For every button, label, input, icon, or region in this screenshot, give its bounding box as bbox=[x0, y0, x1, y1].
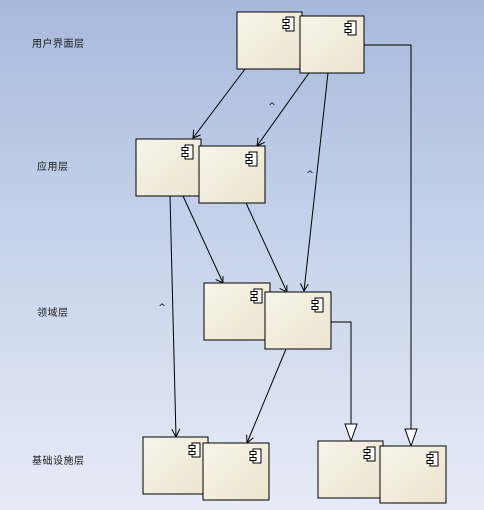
layer-label-ui: 用户界面层 bbox=[32, 39, 85, 50]
dependency-ui2-to-app2[interactable] bbox=[256, 72, 310, 147]
component-ui-2[interactable] bbox=[299, 15, 365, 74]
component-icon bbox=[311, 297, 324, 313]
dependency-ui2-to-domain2[interactable] bbox=[303, 72, 329, 292]
dependency-app1-to-infra1[interactable] bbox=[169, 195, 177, 438]
arrowhead-open bbox=[299, 283, 309, 293]
dependency-app1-to-domain1[interactable] bbox=[182, 195, 224, 284]
dependency-domain2-to-infra2[interactable] bbox=[246, 348, 287, 444]
layer-label-domain: 领域层 bbox=[37, 308, 69, 319]
realization-domain2-to-infra3[interactable] bbox=[331, 321, 352, 424]
component-infra-4[interactable] bbox=[379, 445, 447, 504]
component-icon bbox=[181, 144, 194, 160]
component-domain-1[interactable] bbox=[203, 282, 271, 341]
dependency-ui1-to-app1[interactable] bbox=[192, 68, 246, 139]
connectors bbox=[169, 44, 418, 448]
layer-label-application: 应用层 bbox=[37, 162, 69, 173]
component-icon bbox=[250, 288, 263, 304]
component-icon bbox=[249, 448, 262, 464]
component-icon bbox=[363, 446, 376, 462]
edge-mark-caret: ^ bbox=[268, 102, 276, 112]
arrowhead-hollow-triangle bbox=[404, 428, 418, 448]
component-app-2[interactable] bbox=[198, 145, 266, 204]
component-icon bbox=[426, 451, 439, 467]
component-icon bbox=[188, 442, 201, 458]
component-domain-2[interactable] bbox=[264, 291, 332, 350]
realization-ui2-to-infra4[interactable] bbox=[364, 44, 412, 429]
component-icon bbox=[245, 151, 258, 167]
component-infra-2[interactable] bbox=[202, 442, 270, 501]
edge-mark-caret: ^ bbox=[306, 170, 314, 180]
arrowhead-hollow-triangle bbox=[344, 423, 358, 443]
component-infra-1[interactable] bbox=[142, 436, 209, 495]
component-icon bbox=[344, 20, 357, 36]
edge-mark-caret: ^ bbox=[158, 303, 166, 313]
layer-label-infrastructure: 基础设施层 bbox=[32, 456, 85, 467]
dependency-app2-to-domain2[interactable] bbox=[245, 202, 288, 293]
component-ui-1[interactable] bbox=[236, 11, 303, 70]
component-app-1[interactable] bbox=[135, 138, 202, 197]
component-infra-3[interactable] bbox=[317, 440, 384, 499]
component-icon bbox=[282, 16, 295, 32]
arrowhead-open bbox=[192, 129, 201, 139]
